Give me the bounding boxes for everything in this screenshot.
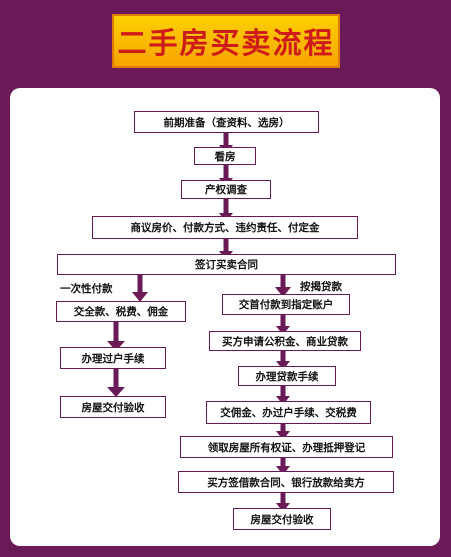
arrowhead xyxy=(107,341,125,351)
arrowhead xyxy=(276,503,290,512)
step-sign: 签订买卖合同 xyxy=(57,254,396,275)
mortgage-step-2: 买方申请公积金、商业贷款 xyxy=(209,331,361,351)
lump-step-1: 交全款、税费、佣金 xyxy=(56,301,186,322)
step-negotiate: 商议房价、付款方式、违约责任、付定金 xyxy=(92,216,358,239)
branch-label-lump: 一次性付款 xyxy=(60,283,113,295)
mortgage-step-5: 领取房屋所有权证、办理抵押登记 xyxy=(180,436,393,458)
arrowhead xyxy=(276,466,290,475)
step-survey: 产权调查 xyxy=(181,180,271,199)
arrowhead xyxy=(107,387,125,397)
page-title: 二手房买卖流程 xyxy=(117,26,335,60)
branch-label-mortgage: 按揭贷款 xyxy=(300,281,342,293)
arrowhead xyxy=(276,326,290,335)
lump-step-3: 房屋交付验收 xyxy=(60,396,166,418)
step-prep: 前期准备（查资料、选房） xyxy=(134,111,319,133)
mortgage-step-6: 买方签借款合同、银行放款给卖方 xyxy=(178,471,394,493)
step-view: 看房 xyxy=(194,147,256,165)
lump-step-2: 办理过户手续 xyxy=(60,347,166,369)
arrowhead xyxy=(276,361,290,370)
title-banner: 二手房买卖流程 xyxy=(112,14,340,68)
mortgage-step-1: 交首付款到指定账户 xyxy=(222,294,350,315)
arrowhead xyxy=(275,287,291,297)
mortgage-step-7: 房屋交付验收 xyxy=(233,508,331,530)
mortgage-step-3: 办理贷款手续 xyxy=(238,366,336,386)
arrowhead xyxy=(132,292,148,302)
mortgage-step-4: 交佣金、办过户手续、交税费 xyxy=(206,401,371,424)
arrowhead xyxy=(276,431,290,440)
arrowhead xyxy=(276,396,290,405)
